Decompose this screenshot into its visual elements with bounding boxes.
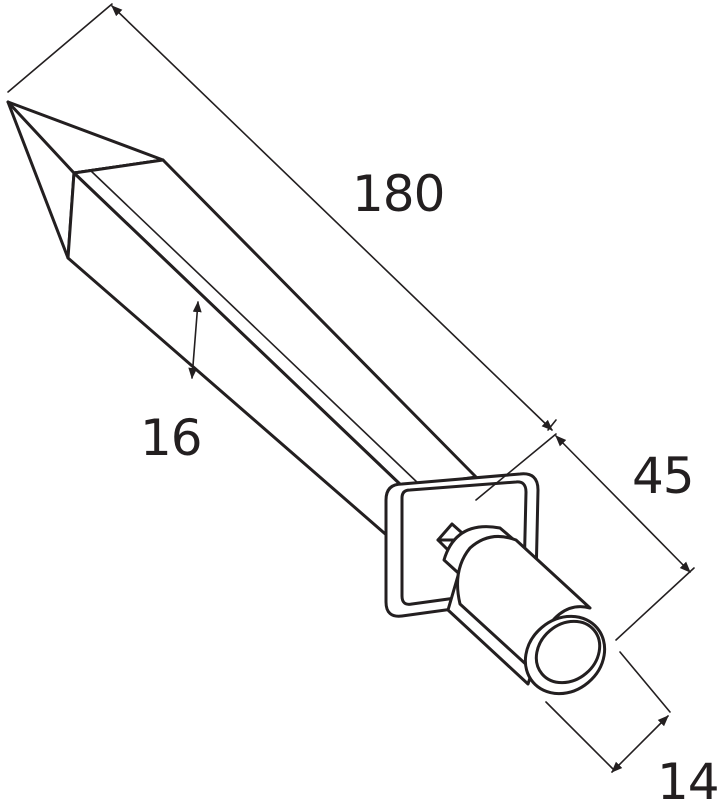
- shank-length-label: 45: [632, 447, 695, 505]
- blade-width-label: 16: [140, 409, 203, 467]
- dimension-blade-width: [188, 300, 202, 380]
- shank-diameter-label: 14: [657, 753, 719, 806]
- dimension-overall-length: [7, 3, 557, 431]
- cylindrical-shank: [436, 522, 607, 696]
- overall-length-label: 180: [352, 165, 445, 223]
- dimension-shank-diameter: [545, 651, 671, 773]
- dimension-shank-length: [475, 433, 695, 641]
